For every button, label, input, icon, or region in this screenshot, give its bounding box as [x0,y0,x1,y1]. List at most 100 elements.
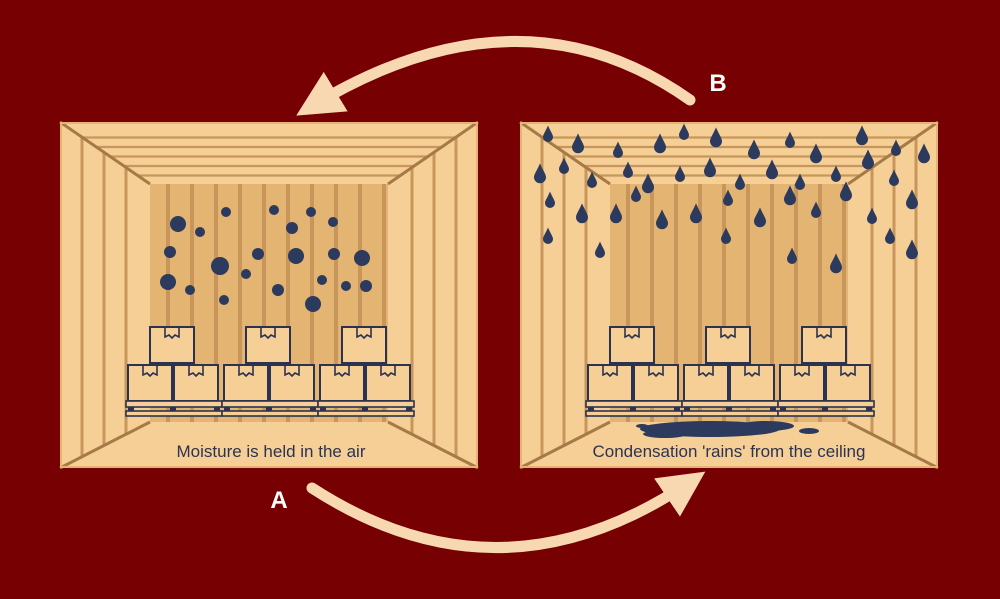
corner-edge [59,120,151,186]
corner-edge [519,120,611,186]
back-wall-rib [770,184,774,422]
vapor-dot-icon [269,205,279,215]
back-wall-rib [746,184,750,422]
back-wall-rib [238,184,242,422]
cargo-stack [221,326,319,417]
corner-edge [519,420,611,470]
water-droplet-icon [704,157,716,178]
water-droplet-icon [748,139,760,160]
water-droplet-icon [810,143,822,164]
back-wall-rib [382,184,386,422]
cardboard-box-icon [729,364,775,402]
water-droplet-icon [613,141,623,158]
back-wall-rib [358,184,362,422]
pallet-icon [777,400,875,417]
vapor-dot-icon [160,274,176,290]
cardboard-box-icon [633,364,679,402]
back-wall-rib [262,184,266,422]
water-droplet-icon [595,241,605,258]
cargo-group [125,326,415,417]
vapor-dot-icon [185,285,195,295]
vapor-dot-icon [341,281,351,291]
back-wall-rib [286,184,290,422]
water-droplet-icon [735,173,745,190]
vapor-dot-icon [305,296,321,312]
water-droplet-icon [906,189,918,210]
corner-edge [847,420,939,470]
vapor-group [160,205,372,312]
vapor-dot-icon [241,269,251,279]
water-droplet-icon [784,185,796,206]
cardboard-box-icon [587,364,633,402]
vapor-dot-icon [306,207,316,217]
water-droplet-icon [856,125,868,146]
water-droplet-icon [654,133,666,154]
marker-a: A [270,487,287,514]
container-panel-right: Condensation 'rains' from the ceiling [519,120,939,470]
vapor-dot-icon [360,280,372,292]
container-border [60,122,478,468]
cargo-stack [317,326,415,417]
water-droplet-icon [587,171,597,188]
water-droplet-icon [576,203,588,224]
vapor-dot-icon [252,248,264,260]
cardboard-box-icon [223,364,269,402]
water-droplet-icon [754,207,766,228]
arrow-b-to-left [296,35,696,116]
water-droplet-icon [656,209,668,230]
back-wall-rib [842,184,846,422]
water-droplet-icon [795,173,805,190]
vapor-dot-icon [317,275,327,285]
water-droplet-icon [785,131,795,148]
water-droplet-icon [543,227,553,244]
corner-edge [387,120,479,186]
cardboard-box-icon [683,364,729,402]
water-droplet-icon [534,163,546,184]
corner-edge [59,420,151,470]
pallet-icon [317,400,415,417]
vapor-dot-icon [164,246,176,258]
back-wall-rib [190,184,194,422]
water-droplet-icon [830,253,842,274]
water-droplet-icon [559,157,569,174]
cargo-stack [777,326,875,417]
vapor-dot-icon [219,295,229,305]
cardboard-box-icon [127,364,173,402]
water-droplet-icon [891,139,901,156]
vapor-dot-icon [328,217,338,227]
water-droplet-icon [545,191,555,208]
water-droplet-icon [766,159,778,180]
water-droplet-icon [831,165,841,182]
vapor-dot-icon [286,222,298,234]
water-droplet-icon [867,207,877,224]
water-droplet-icon [642,173,654,194]
water-droplet-icon [862,149,874,170]
droplet-group [534,123,930,274]
cardboard-box-icon [609,326,655,364]
cardboard-box-icon [319,364,365,402]
cardboard-box-icon [173,364,219,402]
container-floor [60,422,478,468]
back-wall-rib [166,184,170,422]
water-droplet-icon [889,169,899,186]
vapor-dot-icon [288,248,304,264]
cardboard-box-icon [779,364,825,402]
back-wall-rib [650,184,654,422]
vapor-dot-icon [195,227,205,237]
vapor-dot-icon [272,284,284,296]
back-wall-rib [698,184,702,422]
water-droplet-icon [840,181,852,202]
water-droplet-icon [690,203,702,224]
back-wall-rib [334,184,338,422]
water-droplet-icon [572,133,584,154]
water-droplet-icon [811,201,821,218]
water-droplet-icon [787,247,797,264]
back-wall-rib [674,184,678,422]
back-wall-rib [794,184,798,422]
cardboard-box-icon [245,326,291,364]
vapor-dot-icon [211,257,229,275]
vapor-dot-icon [354,250,370,266]
water-droplet-icon [610,203,622,224]
water-puddle [636,421,819,438]
